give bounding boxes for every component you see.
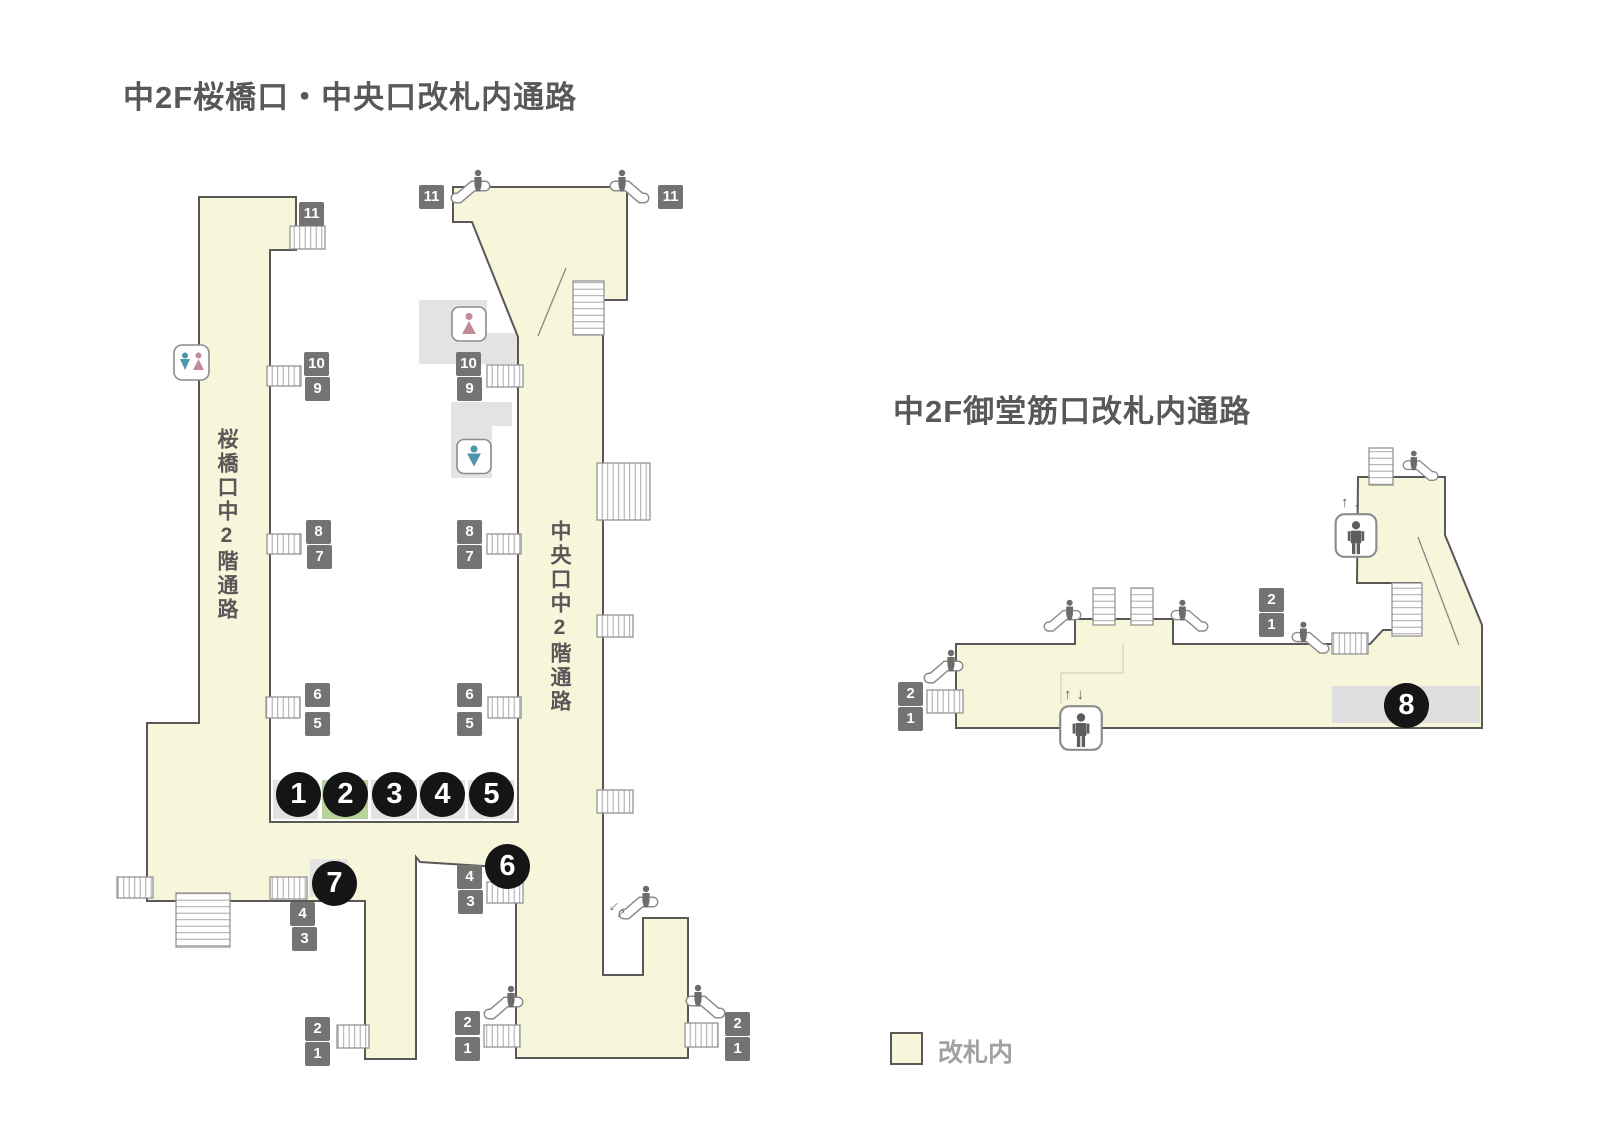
platform-label: 4 bbox=[457, 865, 482, 889]
interior-wall-line bbox=[537, 267, 1460, 646]
legend-swatch-inside-gates bbox=[890, 1032, 923, 1065]
right-map-title: 中2F御堂筋口改札内通路 bbox=[893, 394, 1252, 429]
platform-label: 8 bbox=[457, 520, 482, 544]
platform-label: 1 bbox=[725, 1037, 750, 1061]
platform-label: 10 bbox=[304, 352, 329, 376]
facility-number-8: 8 bbox=[1384, 683, 1429, 728]
platform-label: 6 bbox=[457, 683, 482, 707]
facility-number-7: 7 bbox=[312, 861, 357, 906]
left-map-corridor-shape bbox=[146, 186, 689, 1060]
facility-number-1: 1 bbox=[276, 772, 321, 817]
platform-label: 8 bbox=[306, 520, 331, 544]
platform-label: 6 bbox=[305, 683, 330, 707]
platform-label: 1 bbox=[305, 1042, 330, 1066]
facility-number-4: 4 bbox=[420, 772, 465, 817]
platform-label: 1 bbox=[1259, 613, 1284, 637]
toilet-men-icon bbox=[456, 438, 492, 475]
platform-label: 2 bbox=[898, 682, 923, 706]
platform-label: 11 bbox=[658, 185, 683, 209]
platform-label: 1 bbox=[898, 707, 923, 731]
elevator-arrows: ↑↓ bbox=[1064, 686, 1089, 703]
facility-number-3: 3 bbox=[372, 772, 417, 817]
platform-label: 2 bbox=[305, 1017, 330, 1041]
platform-label: 2 bbox=[1259, 588, 1284, 612]
platform-label: 11 bbox=[299, 202, 324, 226]
platform-label: 2 bbox=[455, 1011, 480, 1035]
toilet-men-women-icon bbox=[173, 344, 210, 381]
elevator-area-outline bbox=[1060, 644, 1124, 704]
elevator-arrows: ↑↓ bbox=[1341, 494, 1366, 511]
platform-label: 5 bbox=[457, 712, 482, 736]
stairs-icon bbox=[116, 225, 1423, 1049]
platform-label: 10 bbox=[456, 352, 481, 376]
platform-label: 9 bbox=[457, 377, 482, 401]
platform-label: 11 bbox=[419, 185, 444, 209]
platform-label: 9 bbox=[305, 377, 330, 401]
toilet-women-icon bbox=[451, 306, 487, 342]
platform-label: 4 bbox=[290, 902, 315, 926]
platform-label: 7 bbox=[457, 545, 482, 569]
platform-label: 5 bbox=[305, 712, 330, 736]
platform-label: 1 bbox=[455, 1037, 480, 1061]
platform-label: 3 bbox=[458, 890, 483, 914]
facility-number-6: 6 bbox=[485, 844, 530, 889]
platform-label: 3 bbox=[292, 927, 317, 951]
facility-number-2: 2 bbox=[323, 772, 368, 817]
left-map-title: 中2F桜橋口・中央口改札内通路 bbox=[123, 80, 578, 115]
facility-number-5: 5 bbox=[469, 772, 514, 817]
corridor-label-sakurabashi: 桜橋口中2階通路 bbox=[215, 428, 238, 622]
platform-label: 2 bbox=[725, 1012, 750, 1036]
platform-label: 7 bbox=[307, 545, 332, 569]
corridor-label-chuo: 中央口中2階通路 bbox=[548, 520, 571, 714]
legend-label: 改札内 bbox=[938, 1039, 1014, 1067]
